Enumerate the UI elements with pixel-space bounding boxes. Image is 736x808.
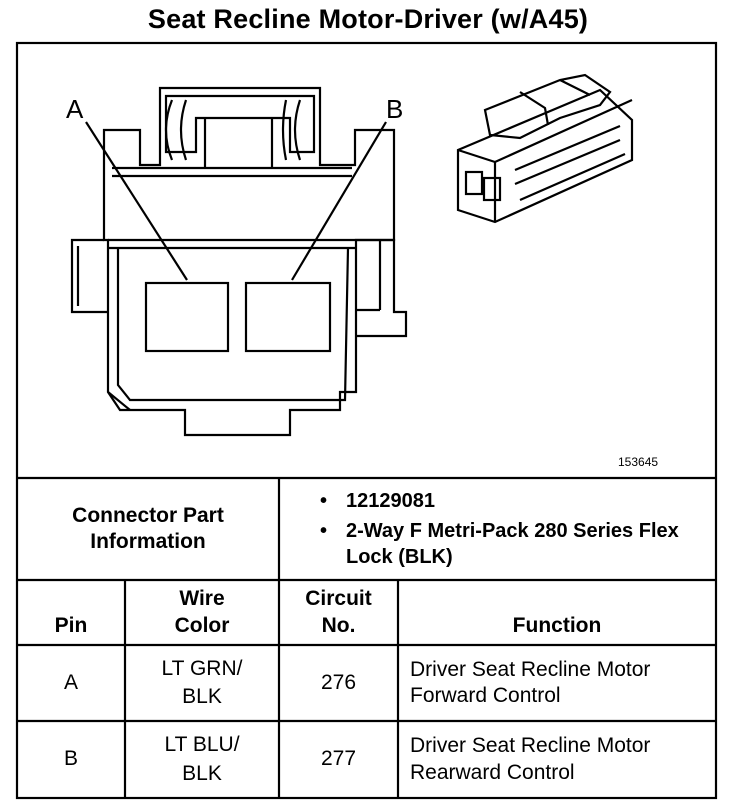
leader-line-b bbox=[291, 121, 387, 281]
row-a-function: Driver Seat Recline Motor Forward Contro… bbox=[410, 645, 710, 721]
connector-info-item: • 12129081 bbox=[320, 488, 686, 514]
connector-info-item: • 2-Way F Metri-Pack 280 Series Flex Loc… bbox=[320, 518, 686, 570]
pin-label-b: B bbox=[386, 94, 404, 124]
header-pin: Pin bbox=[54, 613, 88, 637]
row-a-function-text: Driver Seat Recline Motor Forward Contro… bbox=[410, 657, 651, 707]
pin-label-a: A bbox=[66, 94, 84, 124]
pin-cavity-a bbox=[144, 281, 230, 353]
connector-info-label: Connector Part Information bbox=[17, 478, 279, 580]
header-wire-color-text: Wire Color bbox=[174, 587, 230, 637]
row-b-function: Driver Seat Recline Motor Rearward Contr… bbox=[410, 721, 710, 798]
reference-number: 153645 bbox=[618, 455, 659, 469]
part-number: 12129081 bbox=[346, 490, 435, 512]
bullet-icon: • bbox=[320, 520, 328, 542]
leader-line-a bbox=[85, 121, 188, 281]
row-a-circuit: 276 bbox=[320, 670, 357, 694]
pin-cavity-b bbox=[244, 281, 332, 353]
header-circuit: Circuit No. bbox=[279, 580, 398, 645]
row-a-pin: A bbox=[63, 670, 78, 694]
row-b-function-text: Driver Seat Recline Motor Rearward Contr… bbox=[410, 734, 651, 784]
outer-frame bbox=[15, 41, 718, 800]
connector-type: 2-Way F Metri-Pack 280 Series Flex Lock … bbox=[346, 520, 679, 568]
row-b-wire-color-text: LT BLU/ BLK bbox=[164, 733, 240, 785]
row-a-wire-color: LT GRN/ BLK bbox=[125, 645, 279, 721]
row-b-pin: B bbox=[63, 747, 78, 771]
connector-info-list: • 12129081 • 2-Way F Metri-Pack 280 Seri… bbox=[320, 488, 686, 574]
connector-iso-drawing bbox=[456, 73, 634, 224]
row-a-wire-color-text: LT GRN/ BLK bbox=[161, 656, 243, 708]
header-circuit-text: Circuit No. bbox=[305, 587, 372, 637]
header-function: Function bbox=[512, 613, 602, 637]
connector-face-drawing bbox=[70, 86, 408, 437]
row-b-circuit: 277 bbox=[320, 747, 357, 771]
row-b-wire-color: LT BLU/ BLK bbox=[125, 721, 279, 798]
page-title: Seat Recline Motor-Driver (w/A45) bbox=[147, 4, 589, 34]
connector-info-label-text: Connector Part Information bbox=[72, 503, 224, 553]
header-wire-color: Wire Color bbox=[125, 580, 279, 645]
bullet-icon: • bbox=[320, 490, 328, 512]
